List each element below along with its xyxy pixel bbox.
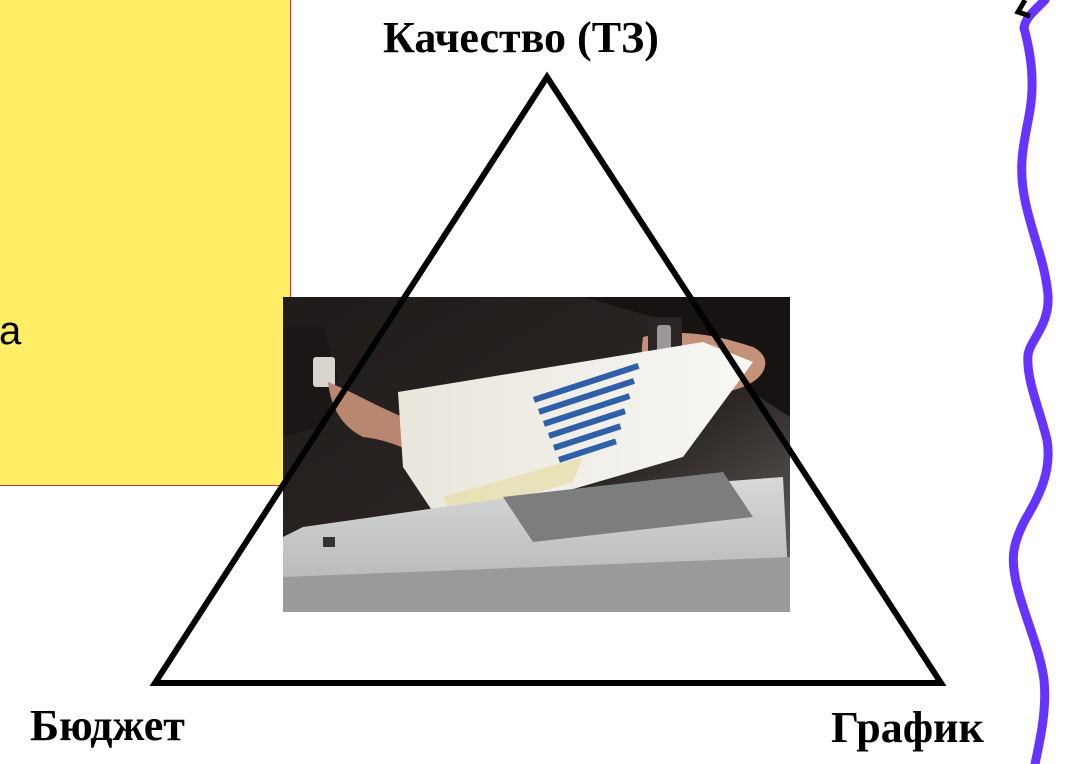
yellow-box-text: а xyxy=(0,309,22,353)
wavy-corner-mark xyxy=(1014,0,1031,19)
triangle-shape xyxy=(149,71,947,686)
triangle-top-label: Качество (ТЗ) xyxy=(383,13,659,62)
yellow-text-box: а xyxy=(0,0,291,486)
triangle-right-label: График xyxy=(831,703,984,752)
wavy-border-line xyxy=(1008,0,1053,764)
triangle-left-label: Бюджет xyxy=(30,701,185,750)
